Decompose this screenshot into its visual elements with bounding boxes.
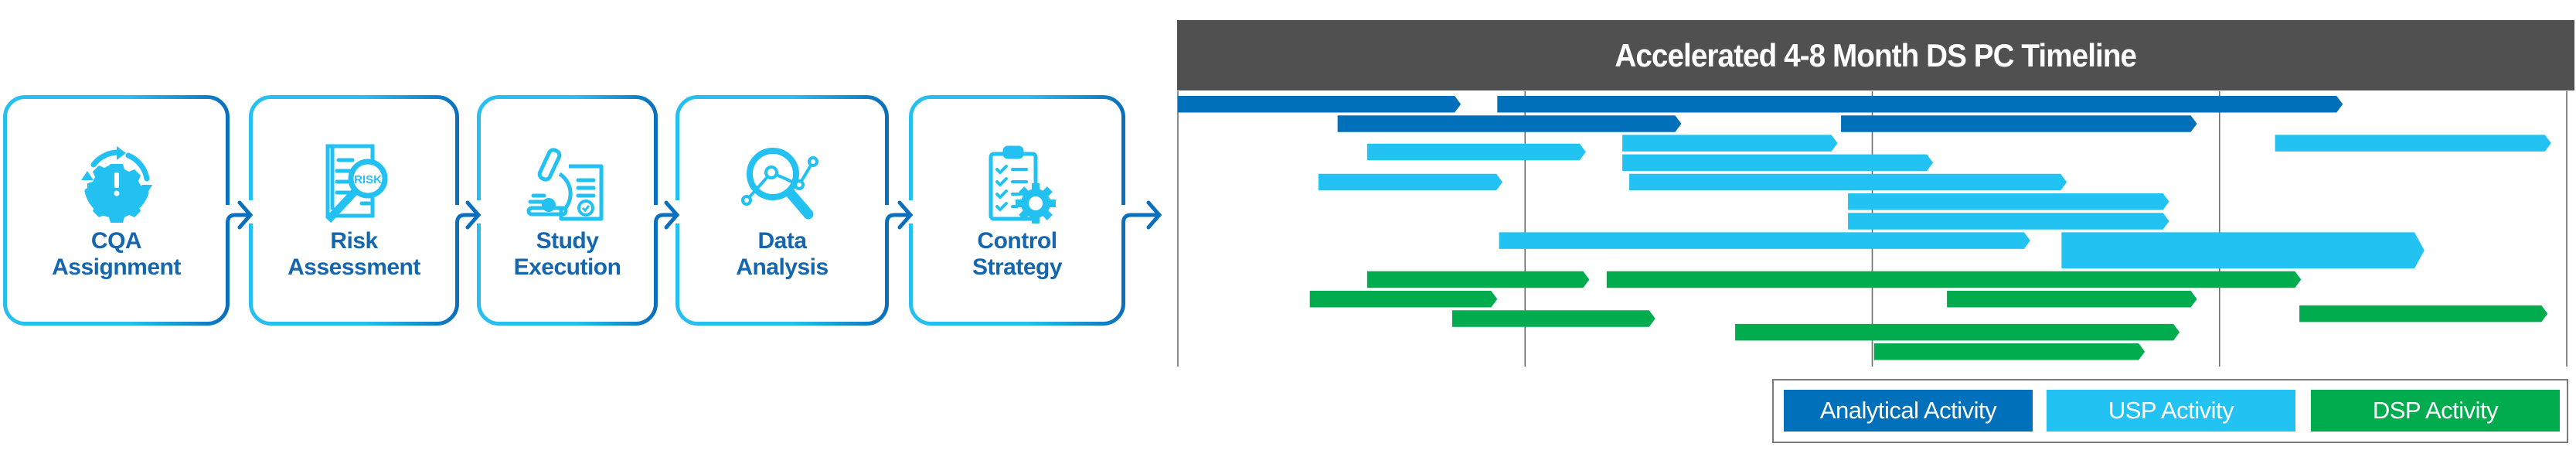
gantt-bar-usp <box>1848 213 2169 230</box>
gantt-bar-analytical <box>1337 115 1682 132</box>
step-label-line: Assessment <box>288 254 420 280</box>
step-label: Study Execution <box>477 228 658 281</box>
step-label-line: Risk <box>330 228 378 254</box>
connector-arrow <box>654 213 679 227</box>
step-label-line: CQA <box>90 228 142 254</box>
legend-analytical-activity: Analytical Activity <box>1784 390 2033 432</box>
step-study-execution: Study Execution <box>477 95 658 326</box>
step-border <box>477 95 658 326</box>
arrowhead-icon <box>897 200 914 230</box>
step-control-strategy: Control Strategy <box>909 95 1125 326</box>
legend-usp-activity: USP Activity <box>2047 390 2295 432</box>
step-label-line: Control <box>977 228 1057 254</box>
step-label-line: Study <box>536 228 599 254</box>
step-label: Control Strategy <box>909 228 1125 281</box>
gantt-bar-usp <box>2061 232 2425 269</box>
gantt-bar-usp <box>1848 193 2169 210</box>
gantt-bar-usp <box>1622 154 1934 172</box>
arrowhead-icon <box>465 200 482 230</box>
step-label-line: Execution <box>513 254 621 280</box>
step-frame <box>675 95 889 326</box>
step-border <box>249 95 459 326</box>
connector-arrow <box>455 213 481 227</box>
connector-arrow <box>226 213 253 227</box>
gantt-bar-usp <box>1622 135 1838 152</box>
gantt-bar-dsp <box>1606 271 2302 288</box>
step-label: Risk Assessment <box>249 228 459 281</box>
gantt-bar-dsp <box>1947 291 2197 308</box>
gantt-bar-dsp <box>1451 310 1656 327</box>
gantt-bar-dsp <box>1309 291 1498 308</box>
step-cqa-assignment: CQA Assignment <box>2 95 230 326</box>
step-frame <box>2 95 230 326</box>
gear-cycle-alert-icon <box>80 146 152 223</box>
connector-arrow <box>1121 213 1162 227</box>
step-label-line: Assignment <box>52 254 181 280</box>
gantt-bar-usp <box>1629 173 2067 191</box>
arrowhead-icon <box>1146 200 1162 230</box>
legend-dsp-activity: DSP Activity <box>2311 390 2560 432</box>
step-risk-assessment: RISK Risk Assessment <box>249 95 459 326</box>
step-label-line: Strategy <box>972 254 1063 280</box>
gantt-bar-dsp <box>2299 305 2548 322</box>
gantt-bar-usp <box>2275 135 2551 152</box>
step-border <box>675 95 889 326</box>
clipboard-gear-icon <box>989 145 1056 223</box>
step-border <box>2 95 230 326</box>
gantt-bar-dsp <box>1366 271 1590 288</box>
gantt-bar-usp <box>1318 173 1503 191</box>
step-border <box>909 95 1125 326</box>
arrowhead-icon <box>237 200 254 230</box>
gantt-bar-usp <box>1366 143 1586 161</box>
gantt-bar-analytical <box>1497 96 2343 113</box>
legend: Analytical Activity USP Activity DSP Act… <box>1772 379 2568 443</box>
step-label: CQA Assignment <box>3 228 230 281</box>
risk-document-magnifier-icon: RISK <box>325 144 388 223</box>
gantt-bar-analytical <box>1178 96 1462 113</box>
microscope-document-icon <box>526 148 604 221</box>
process-flow: CQA Assignment RISK Risk Assessment <box>0 0 1167 464</box>
step-data-analysis: Data Analysis <box>675 95 889 326</box>
risk-icon-text: RISK <box>354 173 382 186</box>
timeline-title: Accelerated 4-8 Month DS PC Timeline <box>1615 36 2138 73</box>
step-frame <box>477 95 658 326</box>
step-frame <box>249 95 459 326</box>
arrowhead-icon <box>664 200 680 230</box>
step-frame <box>909 95 1125 326</box>
gantt-bar-dsp <box>1873 343 2146 360</box>
step-connectors <box>226 200 1162 230</box>
gantt-bar-dsp <box>1735 323 2180 341</box>
magnifier-chart-icon <box>741 148 818 220</box>
gantt-bar-analytical <box>1841 115 2197 132</box>
connector-arrow <box>885 213 913 227</box>
timeline-header: Accelerated 4-8 Month DS PC Timeline <box>1177 20 2574 90</box>
gantt-bar-usp <box>1499 232 2030 249</box>
step-label-line: Analysis <box>736 254 829 280</box>
gantt-chart <box>1177 91 2567 367</box>
step-label-line: Data <box>757 228 807 254</box>
step-label: Data Analysis <box>675 228 889 281</box>
